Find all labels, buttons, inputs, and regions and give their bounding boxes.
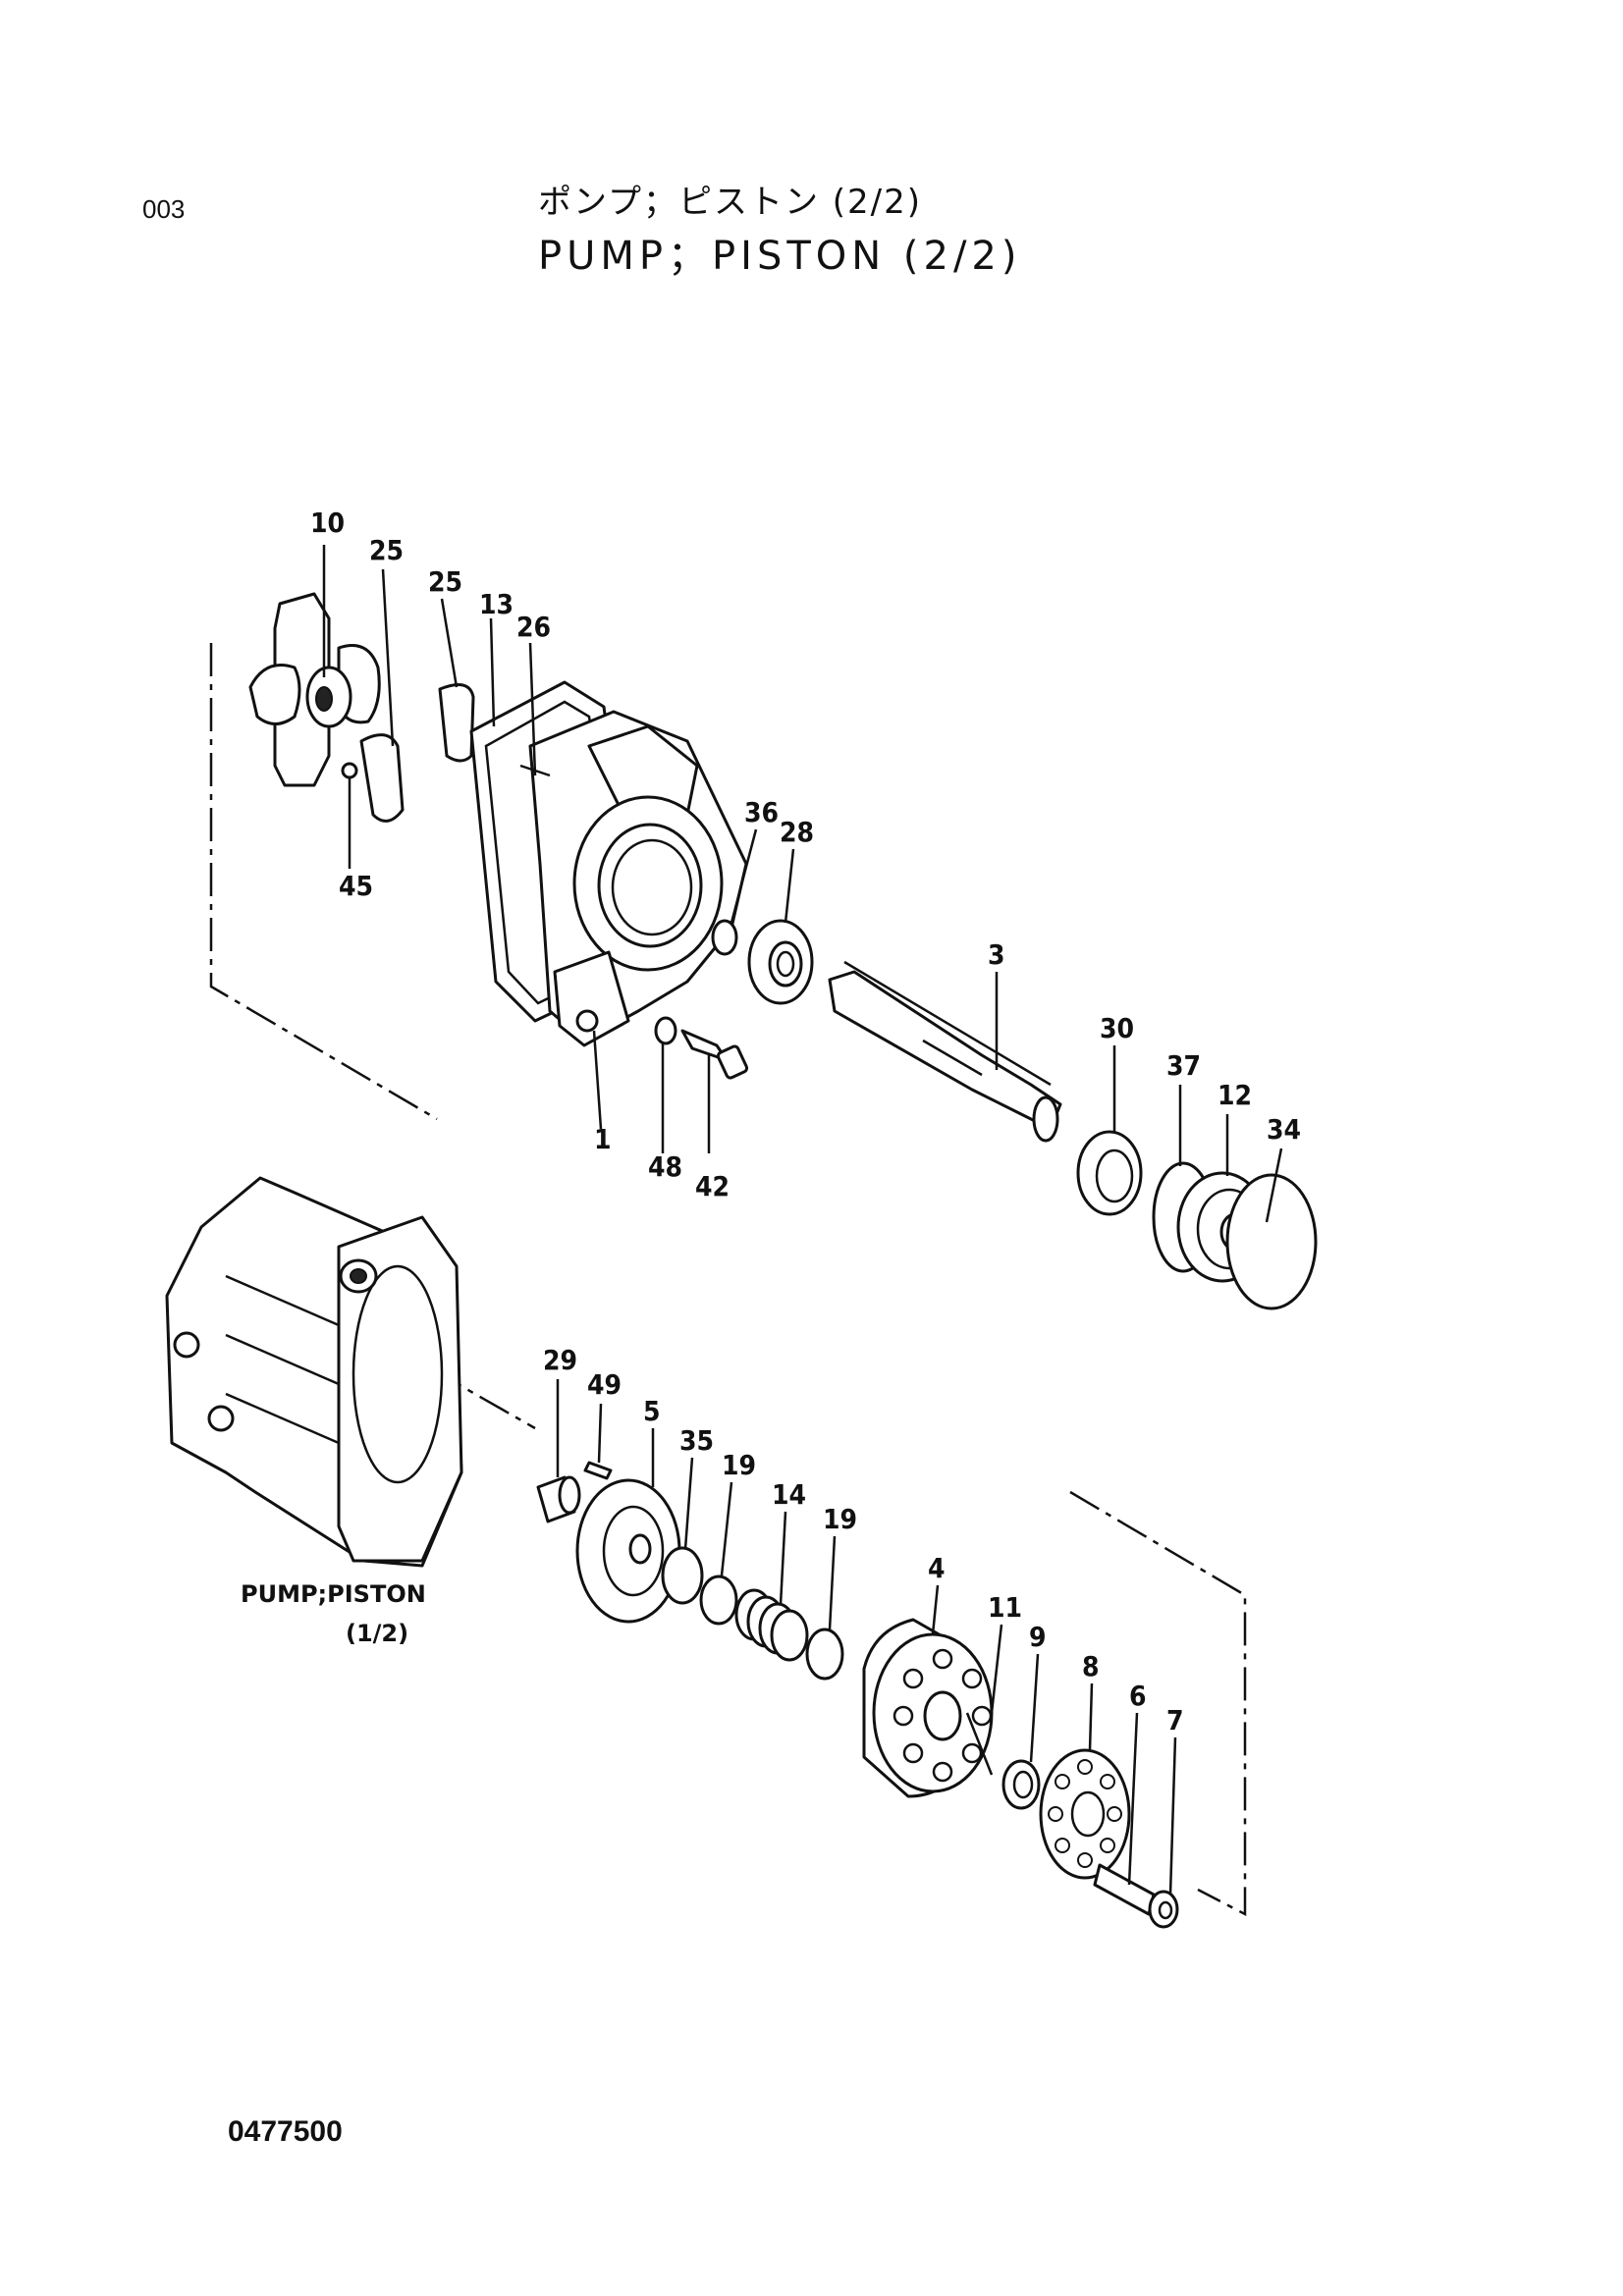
spring-14 (734, 1588, 809, 1662)
part-label: 10 (310, 507, 345, 539)
part-label: 36 (744, 796, 779, 828)
part-label: 12 (1217, 1079, 1252, 1111)
part-label: 42 (695, 1170, 730, 1202)
part-label: 7 (1166, 1704, 1184, 1736)
part-label: 1 (594, 1123, 612, 1155)
part-label: 45 (339, 870, 373, 902)
sub-assembly-label-line1: PUMP;PISTON (241, 1580, 426, 1608)
part-label: 37 (1166, 1049, 1201, 1082)
bearing-28 (747, 919, 814, 1005)
part-label: 19 (823, 1503, 857, 1535)
part-label: 4 (928, 1552, 946, 1584)
page-number: 003 (142, 194, 186, 224)
page-title-japanese: ポンプ；ピストン (2/2) (538, 183, 923, 222)
pin-11 (965, 1712, 994, 1776)
part-label: 6 (1129, 1680, 1147, 1712)
part-label: 13 (479, 588, 514, 620)
part-label: 49 (587, 1368, 622, 1401)
shoe-7 (1148, 1890, 1179, 1929)
bolt-42 (680, 1029, 749, 1080)
part-label: 30 (1100, 1012, 1134, 1044)
part-label: 19 (722, 1449, 756, 1481)
part-number-labels: 10 25 25 13 26 45 36 28 3 1 48 42 30 37 … (310, 507, 1301, 1736)
part-label: 3 (988, 938, 1005, 971)
leader-lines (322, 545, 1283, 1896)
snap-ring-34 (1225, 1173, 1318, 1310)
part-label: 14 (772, 1478, 806, 1511)
part-label: 26 (516, 611, 551, 643)
drawing-number: 0477500 (228, 2115, 343, 2148)
part-label: 8 (1082, 1650, 1100, 1682)
cylinder-block-4 (862, 1618, 994, 1798)
drive-shaft-3 (828, 970, 1062, 1143)
part-label: 25 (369, 534, 404, 566)
part-label: 35 (679, 1424, 714, 1457)
part-label: 25 (428, 565, 462, 598)
part-label: 29 (543, 1344, 577, 1376)
snap-ring-35 (661, 1546, 704, 1605)
sub-assembly-label-line2: (1/2) (346, 1620, 408, 1647)
snap-ring-36 (711, 919, 738, 956)
part-label: 48 (648, 1150, 682, 1183)
piston-6 (1093, 1863, 1156, 1916)
phantom-lines (209, 643, 1247, 1917)
washer-48 (654, 1016, 677, 1045)
part-label: 5 (643, 1395, 661, 1427)
needle-bearing-29 (536, 1475, 581, 1523)
page-title-english: PUMP；PISTON (2/2) (538, 234, 1022, 279)
pump-housing-half-1 (165, 1176, 463, 1568)
pin-49 (583, 1461, 613, 1480)
ball-guide-9 (1001, 1759, 1041, 1810)
swash-plate-part (248, 592, 381, 787)
pump-cover-part (519, 710, 748, 1047)
spacer-19a (699, 1575, 738, 1626)
part-label: 9 (1029, 1621, 1047, 1653)
spacer-19b (805, 1628, 844, 1681)
retainer-plate-8 (1039, 1748, 1131, 1880)
part-label: 11 (988, 1591, 1022, 1624)
valve-plate-5 (575, 1478, 681, 1624)
oil-seal-30 (1076, 1130, 1143, 1216)
part-label: 28 (780, 816, 814, 848)
part-label: 34 (1267, 1113, 1301, 1146)
